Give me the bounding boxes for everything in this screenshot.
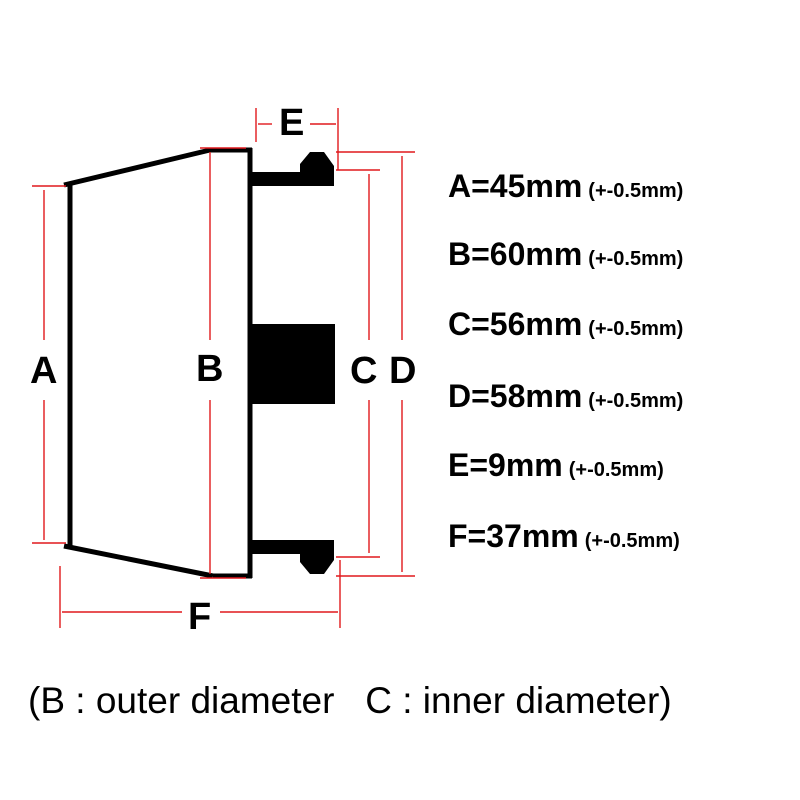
spec-row-a: A=45mm(+-0.5mm) bbox=[448, 168, 683, 205]
spec-row-f: F=37mm(+-0.5mm) bbox=[448, 518, 680, 555]
spec-tolerance: (+-0.5mm) bbox=[588, 390, 684, 412]
spec-tolerance: (+-0.5mm) bbox=[588, 180, 684, 202]
dim-label-a: A bbox=[30, 350, 58, 392]
spec-tolerance: (+-0.5mm) bbox=[588, 318, 684, 340]
spec-value: C=56mm bbox=[448, 306, 583, 342]
cap-clips bbox=[252, 152, 335, 574]
spec-value: A=45mm bbox=[448, 168, 583, 204]
dim-label-e: E bbox=[279, 102, 305, 144]
diameter-caption: (B : outer diameter C : inner diameter) bbox=[28, 680, 672, 721]
dim-label-f: F bbox=[188, 596, 212, 638]
spec-value: B=60mm bbox=[448, 236, 583, 272]
dim-label-c: C bbox=[350, 350, 378, 392]
upper-clip bbox=[252, 152, 334, 186]
cap-top-slope bbox=[63, 147, 211, 188]
spec-value: F=37mm bbox=[448, 518, 579, 554]
spec-row-b: B=60mm(+-0.5mm) bbox=[448, 236, 683, 273]
lower-clip bbox=[252, 540, 334, 574]
spec-row-e: E=9mm(+-0.5mm) bbox=[448, 447, 664, 484]
spec-value: D=58mm bbox=[448, 378, 583, 414]
spec-row-c: C=56mm(+-0.5mm) bbox=[448, 306, 683, 343]
spec-row-d: D=58mm(+-0.5mm) bbox=[448, 378, 683, 415]
dim-label-b: B bbox=[196, 348, 224, 390]
spec-value: E=9mm bbox=[448, 447, 563, 483]
cap-bottom-slope bbox=[63, 543, 214, 579]
cap-outline bbox=[63, 147, 253, 579]
dimension-lines bbox=[32, 108, 415, 628]
center-boss bbox=[252, 324, 335, 404]
spec-tolerance: (+-0.5mm) bbox=[568, 459, 664, 481]
spec-tolerance: (+-0.5mm) bbox=[584, 530, 680, 552]
dim-label-d: D bbox=[389, 350, 417, 392]
spec-tolerance: (+-0.5mm) bbox=[588, 248, 684, 270]
